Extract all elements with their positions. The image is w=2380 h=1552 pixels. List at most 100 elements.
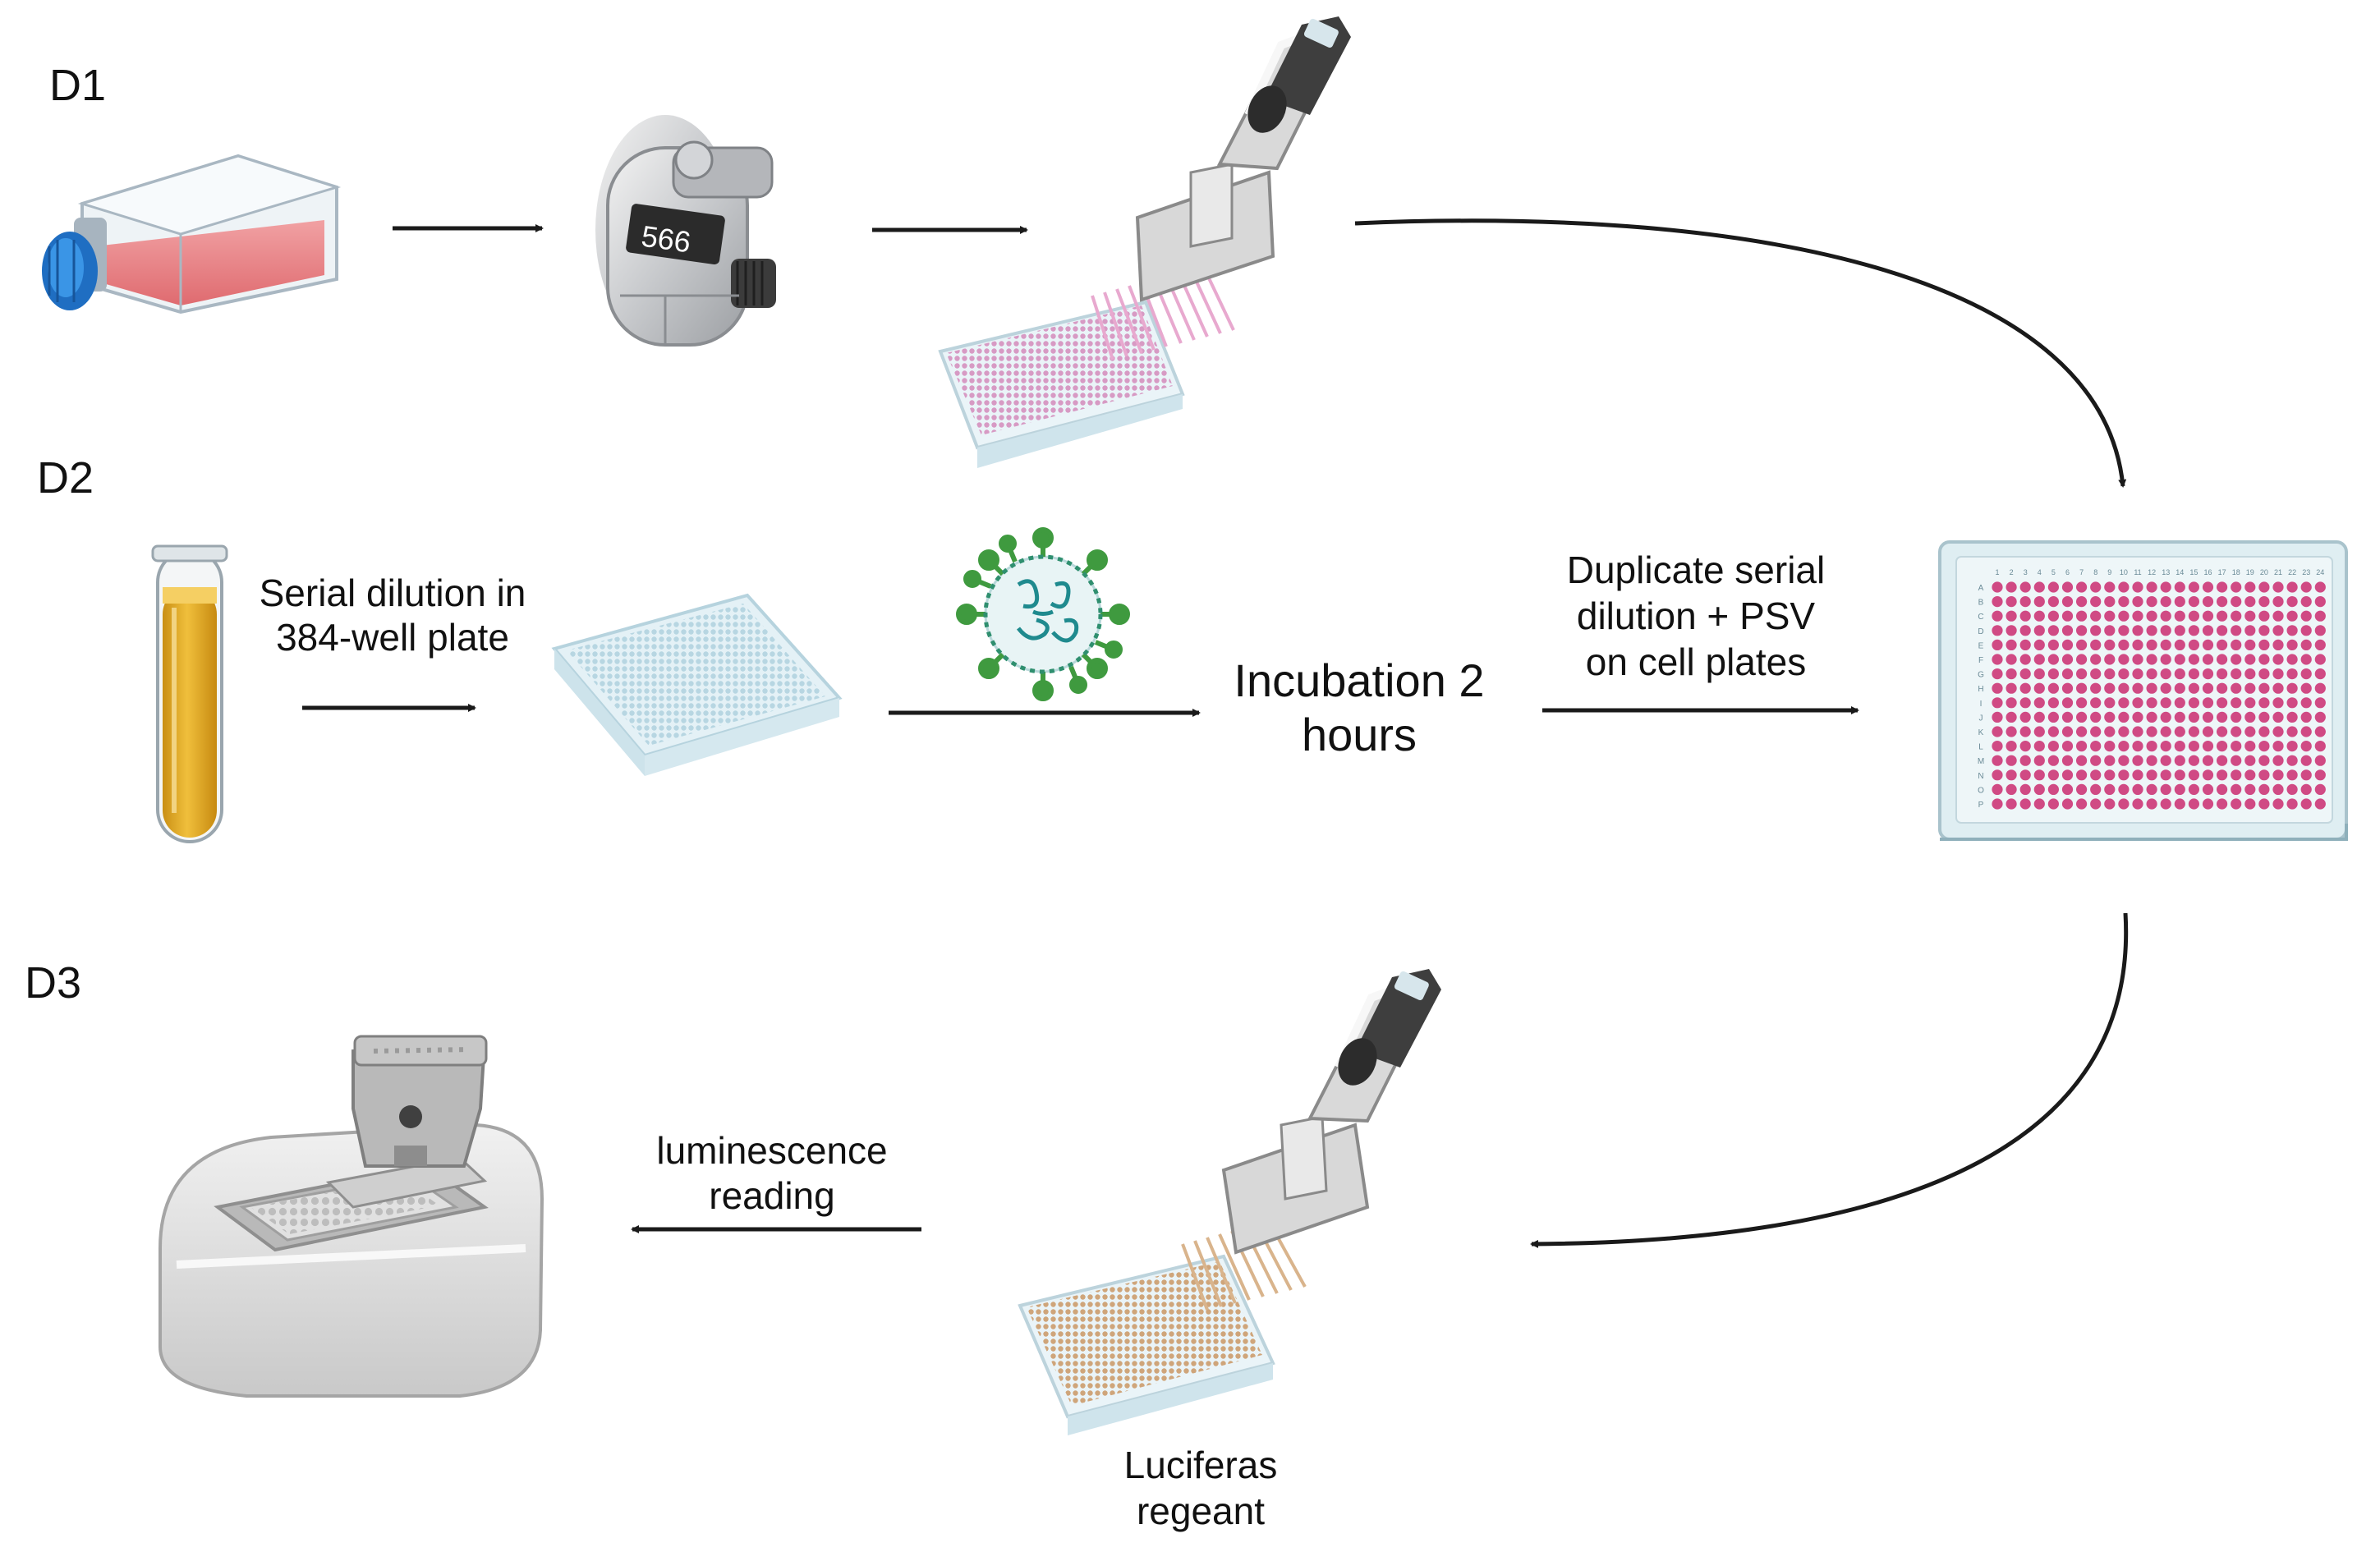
plate-well [1992,697,2003,709]
plate-well [2146,596,2157,608]
plate-well [2118,769,2130,781]
plate-column-number: 22 [2288,568,2296,576]
plate-well [2174,610,2185,622]
plate-well [2090,726,2102,737]
plate-well [1992,769,2003,781]
plate-well [2188,682,2199,694]
plate-well [2006,668,2017,680]
plate-well [2258,639,2270,651]
plate-well [2174,639,2185,651]
plate-well [2118,783,2130,796]
plate-well [2019,769,2031,781]
plate-well [2076,726,2088,737]
plate-well [2272,581,2284,593]
plate-well [2146,639,2157,651]
plate-well [2047,711,2059,723]
plate-well [2047,625,2059,636]
plate-well [2090,639,2102,651]
plate-row-letter: G [1978,671,1984,680]
plate-well [2076,769,2088,781]
plate-well [2104,625,2116,636]
plate-well [2231,581,2242,593]
plate-well [2090,581,2102,593]
plate-well [2272,682,2284,694]
plate-well [2104,755,2116,766]
plate-well [2174,783,2185,796]
plate-row-letter: E [1978,641,1984,650]
plate-well [2244,798,2256,810]
day-label-d1: D1 [49,61,106,110]
plate-well [2258,783,2270,796]
plate-well [2076,639,2088,651]
culture-flask-icon [42,154,342,315]
plate-well [2160,596,2171,608]
plate-well [2314,697,2326,709]
plate-well [2217,711,2228,723]
plate-well [2174,798,2185,810]
plate-well [2286,711,2298,723]
plate-well [2188,610,2199,622]
virus-icon [956,527,1130,701]
plate-well [2231,726,2242,737]
plate-well [2061,668,2074,680]
plate-well [2231,697,2242,709]
plate-well [2202,639,2214,651]
plate-well [2118,726,2130,737]
plate-well [2047,610,2059,622]
plate-column-number: 9 [2107,568,2111,576]
plate-well [2132,654,2143,665]
plate-well [2146,783,2157,796]
plate-well [2090,755,2102,766]
plate-well [1992,639,2003,651]
counter-display: 566 [639,219,692,259]
plate-well [2231,783,2242,796]
plate-column-number: 6 [2065,568,2070,576]
plate-well [2118,697,2130,709]
plate-well [2258,596,2270,608]
plate-well [2314,726,2326,737]
plate-well [2202,783,2214,796]
plate-well [2286,697,2298,709]
plate-column-number: 11 [2134,568,2141,576]
plate-well [2217,625,2228,636]
label-luminescence-line2: reading [709,1174,834,1217]
plate-well [2104,639,2116,651]
plate-well [2019,741,2031,752]
plate-well [2314,654,2326,665]
plate-well [2146,625,2157,636]
plate-well [2146,697,2157,709]
plate-well [2118,798,2130,810]
plate-well [2160,741,2171,752]
plate-well [2217,596,2228,608]
plate-well [2286,581,2298,593]
plate-well [2061,798,2074,810]
plate-column-number: 1 [1995,568,1999,576]
plate-well [2314,625,2326,636]
plate-well [2217,639,2228,651]
plate-well [2244,581,2256,593]
plate-well [2314,798,2326,810]
plate-well [2006,581,2017,593]
plate-well [2188,625,2199,636]
plate-well [2202,711,2214,723]
plate-well [2272,755,2284,766]
plate-well [2033,682,2045,694]
plate-well [2076,581,2088,593]
plate-well [2061,625,2074,636]
plate-well [2019,668,2031,680]
plate-well [2231,711,2242,723]
plate-well [2188,783,2199,796]
plate-well [2286,610,2298,622]
plate-well [2286,726,2298,737]
plate-well [2104,610,2116,622]
plate-well [2061,769,2074,781]
plate-well [2090,783,2102,796]
plate-well [2217,610,2228,622]
plate-well [1992,654,2003,665]
plate-well [2118,581,2130,593]
plate-well [2033,726,2045,737]
plate-well [2006,639,2017,651]
plate-well [2188,711,2199,723]
plate-well [2258,610,2270,622]
